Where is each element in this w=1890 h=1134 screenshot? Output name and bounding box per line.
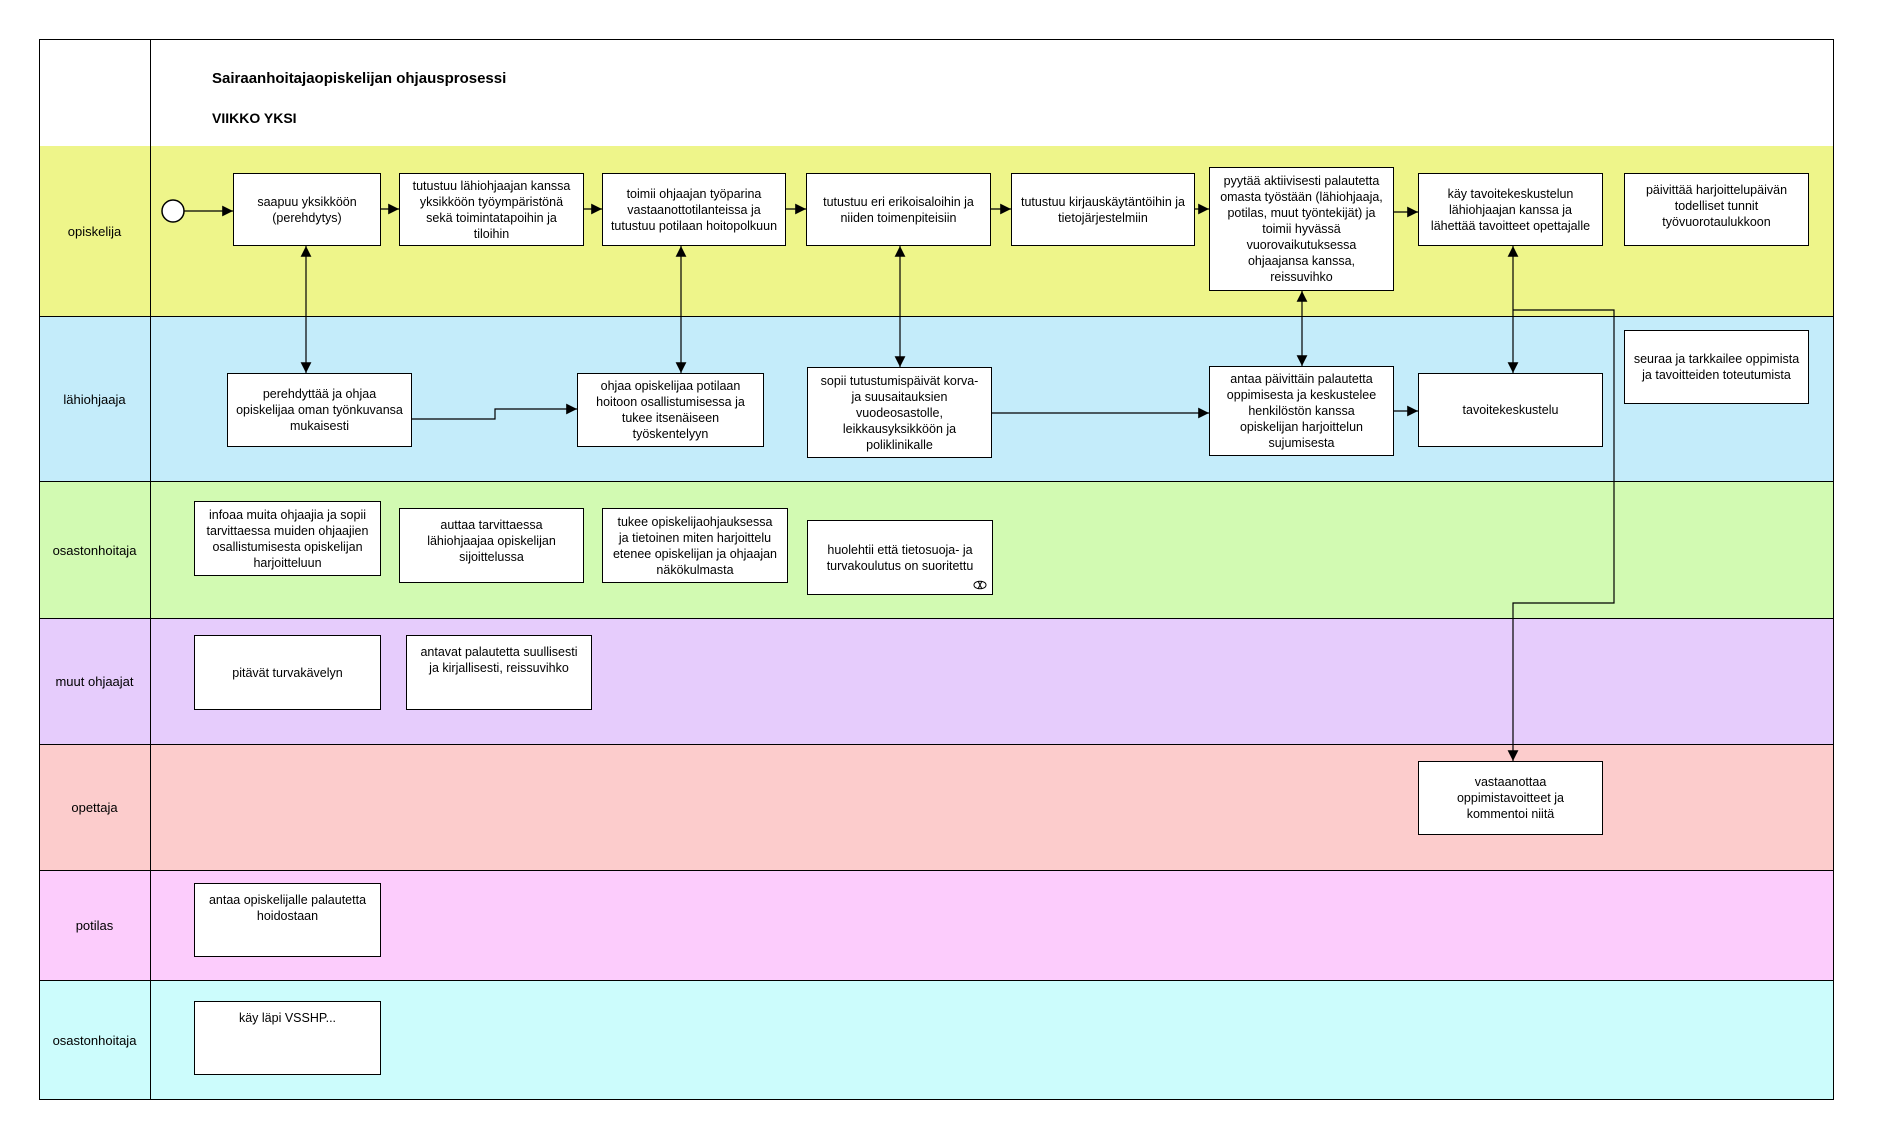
task-tavoitekeskustelu[interactable]: tavoitekeskustelu: [1418, 373, 1603, 447]
task-turvakavely[interactable]: pitävät turvakävelyn: [194, 635, 381, 710]
lane-label-muut-ohjaajat: muut ohjaajat: [39, 619, 151, 744]
task-seuraa-oppimista[interactable]: seuraa ja tarkkailee oppimista ja tavoit…: [1624, 330, 1809, 404]
task-tukee-opiskelijaohjauksessa[interactable]: tukee opiskelijaohjauksessa ja tietoinen…: [602, 508, 788, 583]
task-tavoitekeskustelu-opiskelija[interactable]: käy tavoitekeskustelun lähiohjaajan kans…: [1418, 173, 1603, 246]
lane-label-potilas: potilas: [39, 871, 151, 980]
task-pyytaa-palautetta[interactable]: pyytää aktiivisesti palautetta omasta ty…: [1209, 167, 1394, 291]
task-tutustuu-yksikkoon[interactable]: tutustuu lähiohjaajan kanssa yksikköön t…: [399, 173, 584, 246]
header-corner-cell: [39, 39, 151, 146]
task-toimii-tyoparina[interactable]: toimii ohjaajan työparina vastaanottotil…: [602, 173, 786, 246]
task-huolehtii-tietosuoja[interactable]: huolehtii että tietosuoja- ja turvakoulu…: [807, 520, 993, 595]
flow-l1-to-l2: [412, 403, 577, 420]
loop-marker-icon: [973, 580, 987, 590]
task-vastaanottaa-tavoitteet[interactable]: vastaanottaa oppimistavoitteet ja kommen…: [1418, 761, 1603, 835]
start-event-circle-icon: [161, 199, 185, 223]
task-antaa-palautetta-hoidosta[interactable]: antaa opiskelijalle palautetta hoidostaa…: [194, 883, 381, 957]
lane-label-opettaja: opettaja: [39, 745, 151, 870]
task-tutustuu-erikoisaloihin[interactable]: tutustuu eri erikoisaloihin ja niiden to…: [806, 173, 991, 246]
diagram-title: Sairaanhoitajaopiskelijan ohjausprosessi: [212, 70, 507, 87]
task-auttaa-sijoittelussa[interactable]: auttaa tarvittaessa lähiohjaajaa opiskel…: [399, 508, 584, 583]
task-paivittaa-tunnit[interactable]: päivittää harjoittelupäivän todelliset t…: [1624, 173, 1809, 246]
lane-label-osastonhoitaja: osastonhoitaja: [39, 482, 151, 618]
task-kirjauskaytannot[interactable]: tutustuu kirjauskäytäntöihin ja tietojär…: [1011, 173, 1195, 246]
task-ohjaa-opiskelijaa[interactable]: ohjaa opiskelijaa potilaan hoitoon osall…: [577, 373, 764, 447]
task-perehdyttaa[interactable]: perehdyttää ja ohjaa opiskelijaa oman ty…: [227, 373, 412, 447]
task-sopii-tutustumispaivat[interactable]: sopii tutustumispäivät korva- ja suusait…: [807, 367, 992, 458]
task-antavat-palautetta[interactable]: antavat palautetta suullisesti ja kirjal…: [406, 635, 592, 710]
flow-o7-to-t1: [1507, 309, 1615, 761]
task-saapuu-yksikkoon[interactable]: saapuu yksikköön (perehdytys): [233, 173, 381, 246]
task-infoaa-ohjaajia[interactable]: infoaa muita ohjaajia ja sopii tarvittae…: [194, 501, 381, 576]
task-kay-lapi-vsshp[interactable]: käy läpi VSSHP...: [194, 1001, 381, 1075]
lane-label-lahiohjaaja: lähiohjaaja: [39, 317, 151, 481]
lane-label-osastonhoitaja-2: osastonhoitaja: [39, 981, 151, 1100]
task-antaa-paivittain-palautetta[interactable]: antaa päivittäin palautetta oppimisesta …: [1209, 366, 1394, 456]
lane-label-opiskelija: opiskelija: [39, 146, 151, 316]
diagram-subtitle: VIIKKO YKSI: [212, 110, 297, 126]
